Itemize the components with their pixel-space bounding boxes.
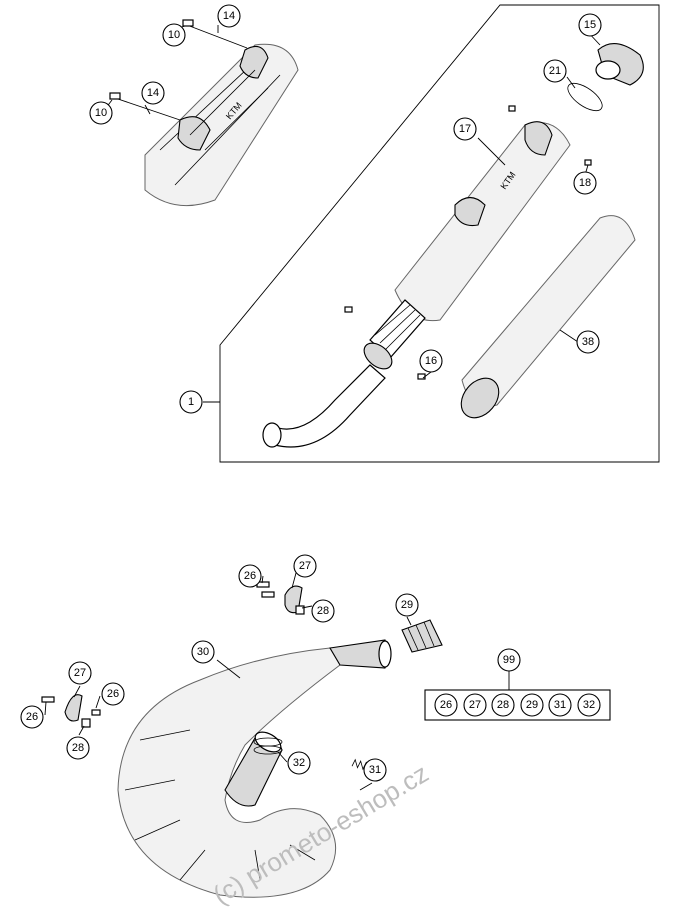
callout-30: 30 [191, 640, 215, 664]
callout-31: 31 [363, 758, 387, 782]
svg-text:28: 28 [317, 605, 329, 617]
exhaust-pipe [117, 639, 392, 898]
svg-text:99: 99 [503, 654, 515, 666]
svg-text:27: 27 [299, 560, 311, 572]
callout-32: 32 [287, 751, 311, 775]
svg-text:16: 16 [425, 355, 437, 367]
callout-29: 29 [395, 593, 419, 617]
kit-item-4: 29 [520, 693, 544, 717]
svg-text:27: 27 [74, 667, 86, 679]
callout-15: 15 [578, 13, 602, 37]
svg-text:14: 14 [223, 10, 235, 22]
callout-28-top: 28 [311, 599, 335, 623]
bolt-head-10b [109, 92, 121, 100]
kit-item-2: 27 [463, 693, 487, 717]
perforated-tube [363, 299, 426, 370]
callout-18: 18 [573, 171, 597, 195]
svg-text:26: 26 [440, 699, 452, 711]
kit-item-6: 32 [577, 693, 601, 717]
bolt-10a [186, 24, 248, 49]
screw-18 [584, 159, 592, 166]
svg-text:30: 30 [197, 646, 209, 658]
svg-text:17: 17 [459, 123, 471, 135]
callout-14a: 14 [217, 4, 241, 28]
callout-26-left-b: 26 [20, 705, 44, 729]
assembly-frame [219, 4, 660, 463]
inlet-pipe [269, 364, 386, 448]
callout-1: 1 [179, 390, 203, 414]
end-cap [595, 43, 644, 86]
kit-item-1: 26 [434, 693, 458, 717]
svg-text:14: 14 [147, 87, 159, 99]
callout-10b: 10 [89, 101, 113, 125]
svg-text:10: 10 [95, 107, 107, 119]
o-ring-21 [567, 82, 603, 112]
bolt-head-10a [182, 19, 194, 27]
o-ring-32b [253, 745, 283, 755]
svg-text:26: 26 [244, 570, 256, 582]
screw-a [344, 306, 353, 313]
callout-26-top: 26 [238, 564, 262, 588]
svg-text:10: 10 [168, 29, 180, 41]
svg-text:15: 15 [584, 19, 596, 31]
callout-10a: 10 [162, 23, 186, 47]
callout-17: 17 [453, 117, 477, 141]
svg-text:31: 31 [369, 764, 381, 776]
svg-text:26: 26 [107, 688, 119, 700]
holder-set-left [41, 694, 101, 728]
callout-27-left: 27 [68, 661, 92, 685]
svg-text:29: 29 [401, 599, 413, 611]
svg-text:28: 28 [497, 699, 509, 711]
svg-text:31: 31 [554, 699, 566, 711]
svg-text:1: 1 [188, 396, 194, 408]
svg-text:32: 32 [583, 699, 595, 711]
inlet-opening [262, 422, 282, 448]
callout-38: 38 [576, 330, 600, 354]
callout-14b: 14 [141, 81, 165, 105]
svg-text:32: 32 [293, 757, 305, 769]
svg-text:21: 21 [549, 65, 561, 77]
holder-set-top [256, 581, 305, 615]
callout-28-left: 28 [66, 736, 90, 760]
screw-b [508, 105, 516, 112]
installed-silencer-detail: KTM [144, 43, 299, 207]
svg-text:29: 29 [526, 699, 538, 711]
callout-16: 16 [419, 349, 443, 373]
svg-text:26: 26 [26, 711, 38, 723]
callout-26-left-a: 26 [101, 682, 125, 706]
callout-21: 21 [543, 59, 567, 83]
callout-27-top: 27 [293, 554, 317, 578]
screw-16 [417, 373, 426, 380]
svg-text:27: 27 [469, 699, 481, 711]
svg-text:28: 28 [72, 742, 84, 754]
silencer-packing [460, 215, 636, 419]
rubber-sleeve [401, 619, 443, 653]
callout-99: 99 [497, 648, 521, 672]
kit-item-3: 28 [491, 693, 515, 717]
svg-text:38: 38 [582, 336, 594, 348]
svg-text:18: 18 [579, 177, 591, 189]
kit-item-5: 31 [548, 693, 572, 717]
